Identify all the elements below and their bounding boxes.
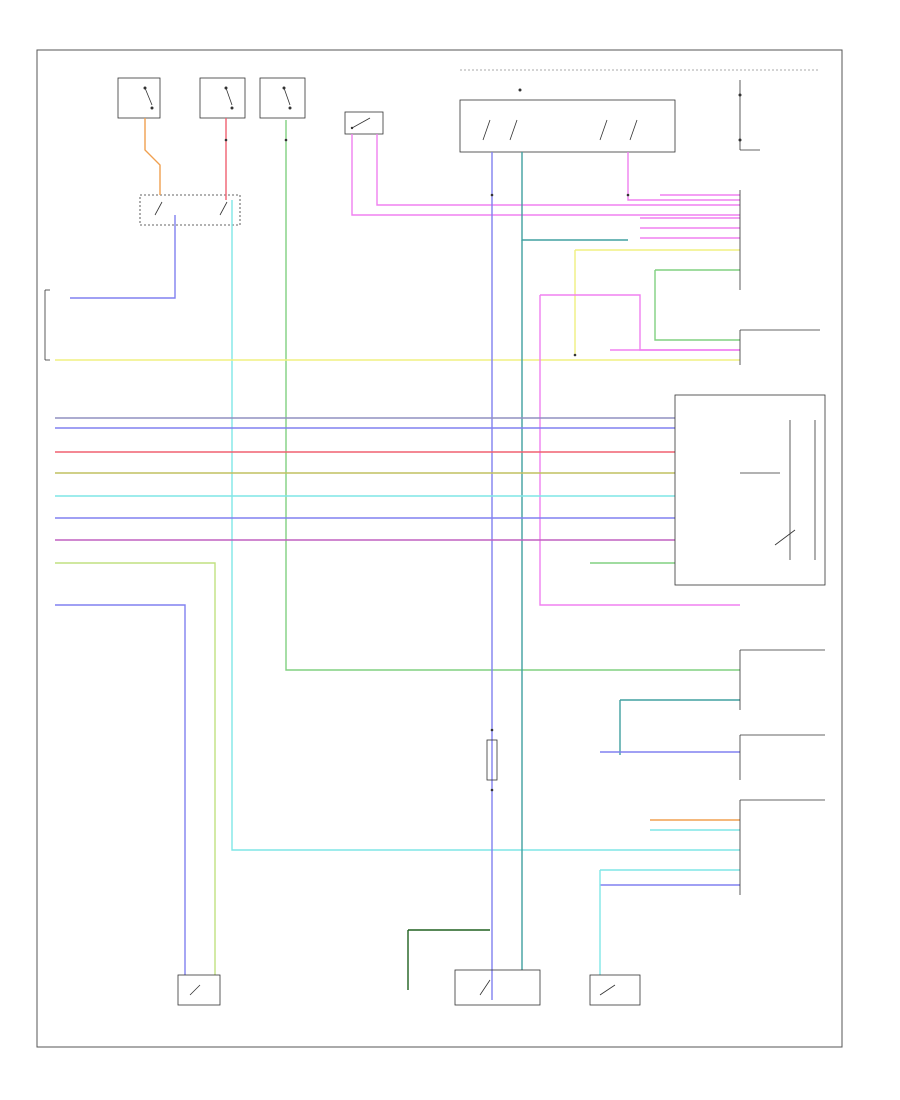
top-fuse-2 bbox=[199, 77, 246, 119]
diagram-frame bbox=[36, 49, 843, 1048]
middle-resistor bbox=[486, 739, 498, 781]
wire-magenta-relay-1 bbox=[351, 134, 740, 216]
abs-module bbox=[674, 394, 826, 586]
top-relay-box bbox=[344, 111, 384, 135]
wire-pink-loop bbox=[539, 295, 740, 606]
wire-green-long bbox=[285, 120, 740, 671]
power-distribution-center bbox=[459, 88, 676, 153]
right-module-lower bbox=[739, 799, 825, 895]
wire-bus-9 bbox=[55, 604, 186, 975]
wire-green-vert bbox=[654, 270, 740, 341]
wire-teal-pdc bbox=[521, 152, 628, 241]
fuse-right-top bbox=[738, 80, 760, 151]
top-fuse-1 bbox=[117, 77, 161, 119]
wire-cyan-long bbox=[231, 200, 740, 851]
right-sensor-1 bbox=[739, 649, 825, 710]
left-switch-block bbox=[139, 194, 241, 226]
middle-bottom-sensor bbox=[454, 969, 541, 1006]
left-control-module bbox=[44, 289, 50, 361]
right-sensor-2 bbox=[739, 734, 825, 780]
wire-pink-top bbox=[540, 294, 740, 351]
wire-magenta-relay-2 bbox=[376, 134, 740, 206]
connector-dots bbox=[224, 138, 630, 792]
wire-magenta-pdc bbox=[627, 152, 740, 201]
left-bottom-sensor bbox=[177, 974, 221, 1006]
wire-orange-top bbox=[144, 118, 161, 195]
right-bottom-sensor bbox=[589, 974, 641, 1006]
wire-blue-left bbox=[70, 215, 176, 299]
right-connector-block bbox=[739, 190, 820, 365]
top-fuse-3 bbox=[259, 77, 306, 119]
wire-bus-8 bbox=[55, 562, 216, 975]
